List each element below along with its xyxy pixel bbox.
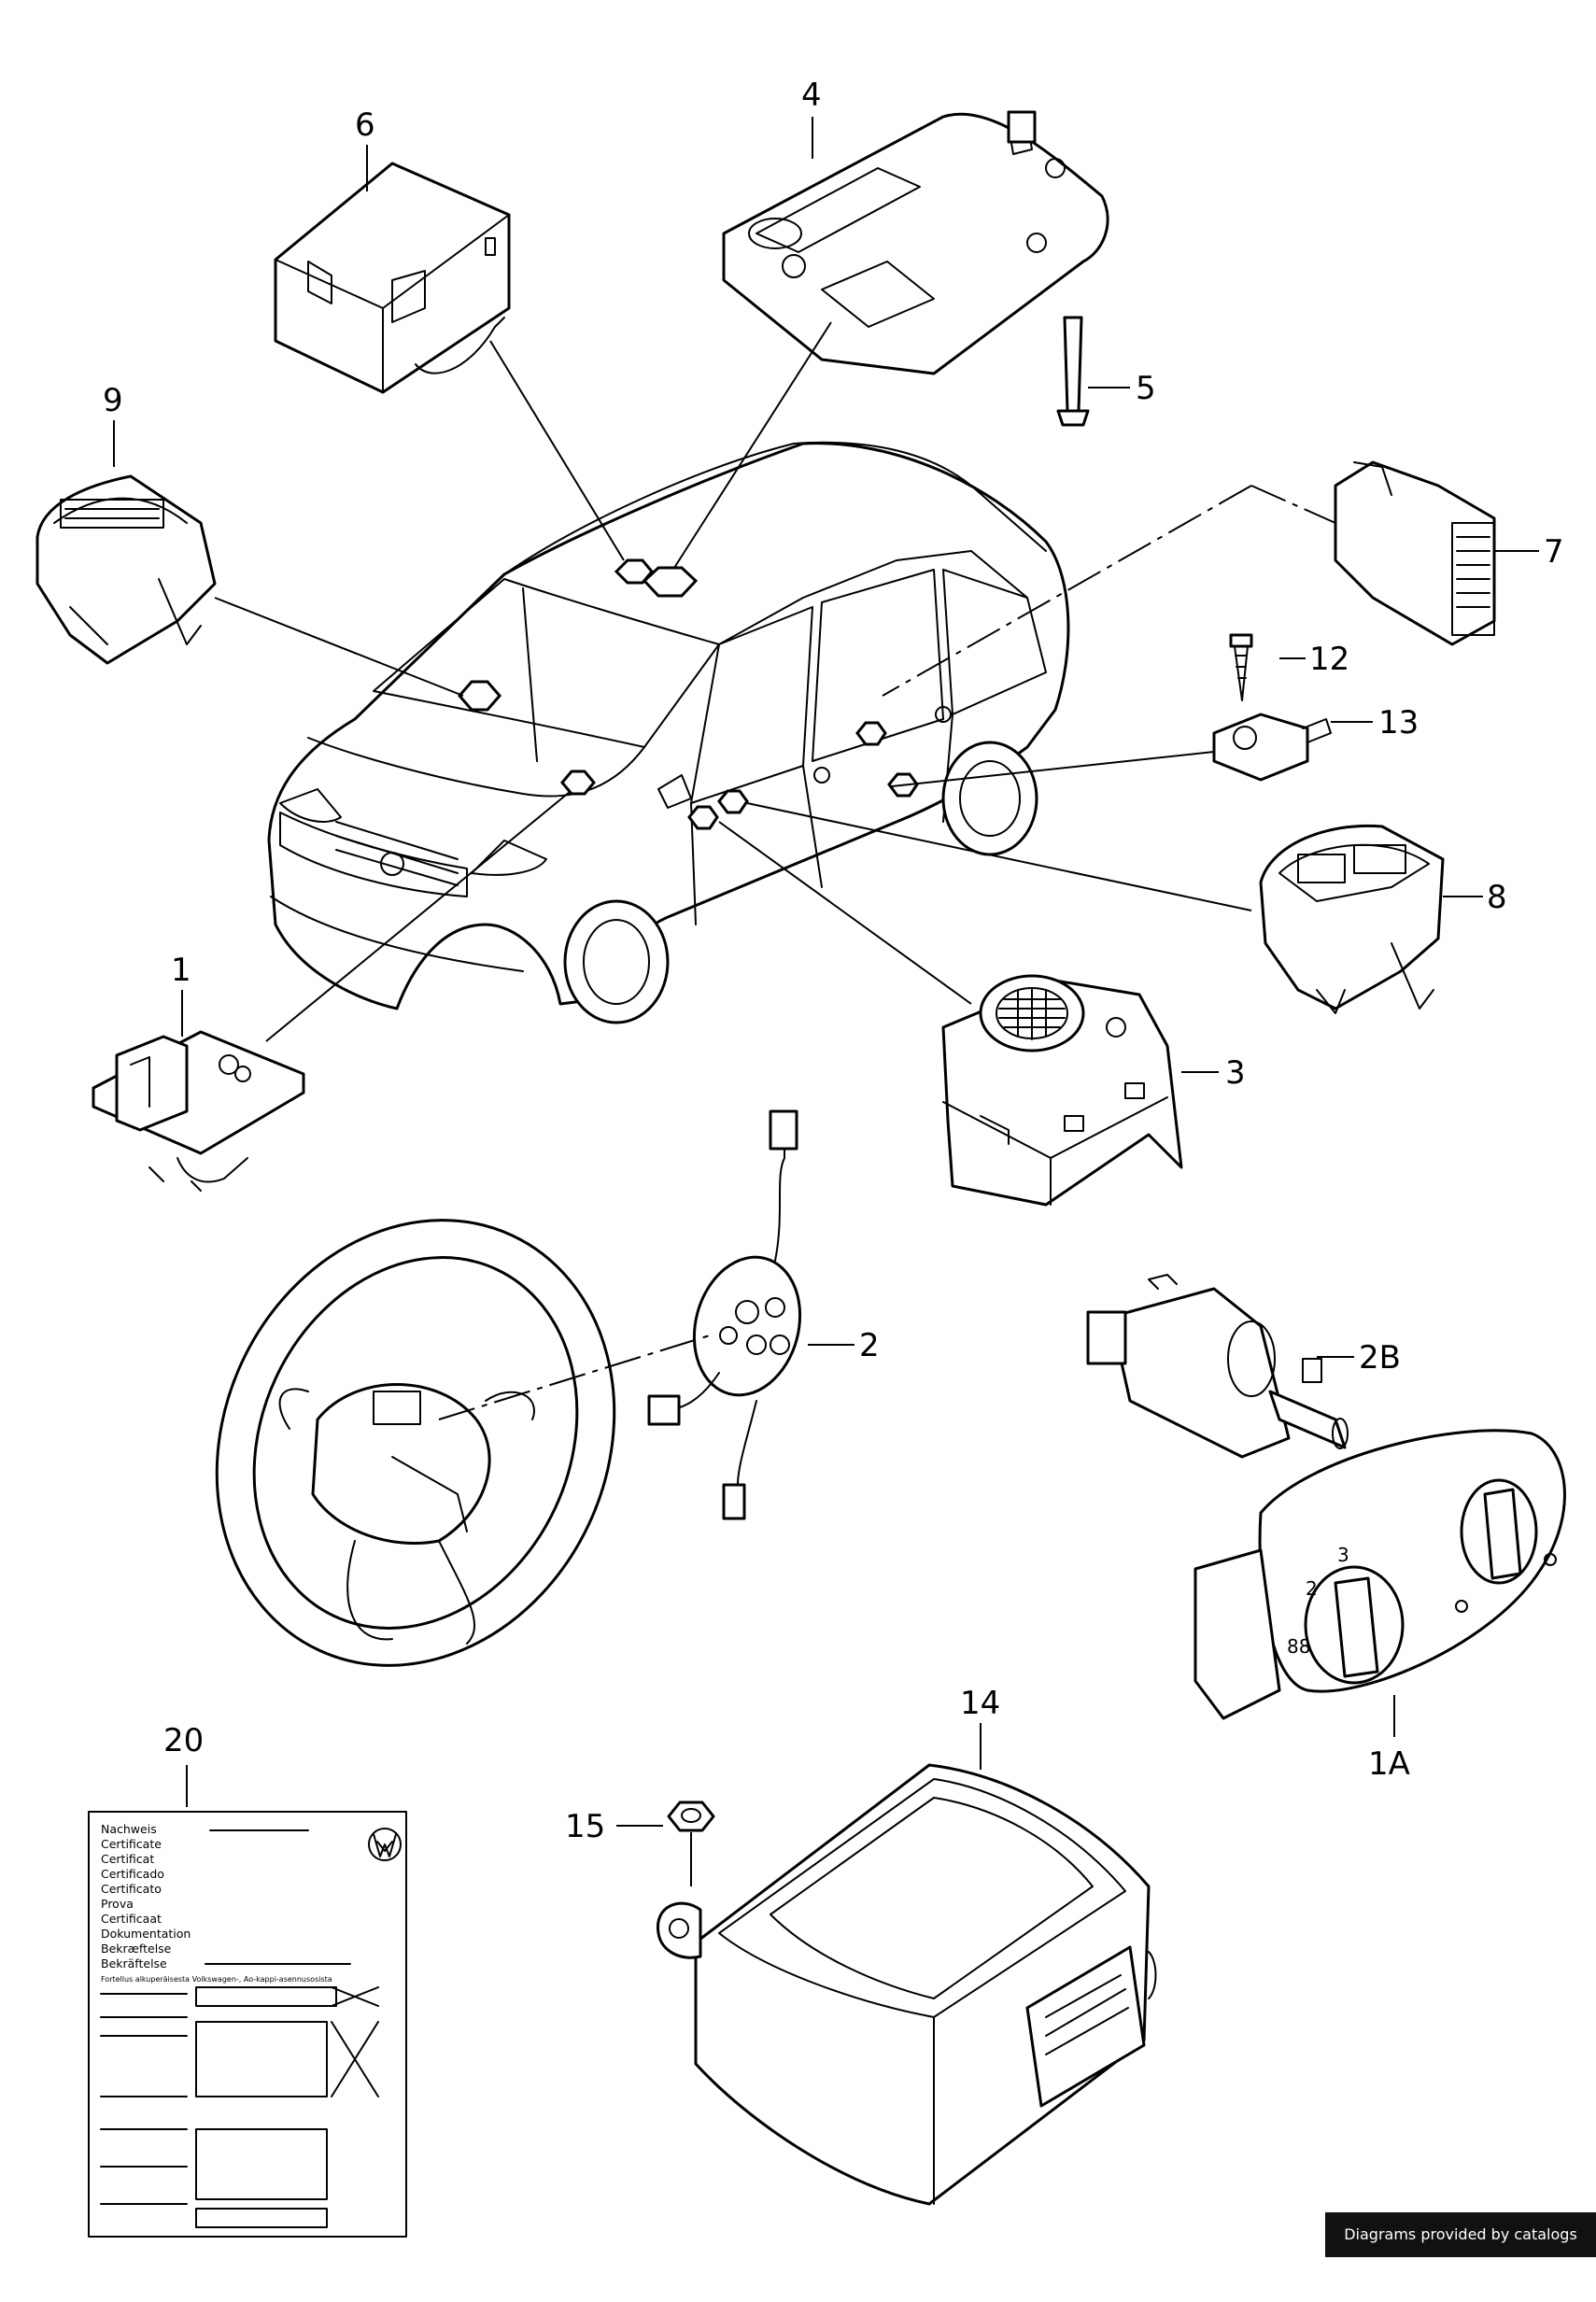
callout-13: 13 — [1378, 704, 1419, 741]
footer-credit: Diagrams provided by catalogs parts — [1325, 2212, 1596, 2288]
steering-wheel — [215, 1219, 616, 1667]
part-8-switch — [1259, 824, 1445, 1014]
callout-20: 20 — [163, 1722, 204, 1759]
part-1a-headlight-switch: 3 2 88 — [1193, 1429, 1566, 1720]
callout-5: 5 — [1136, 370, 1156, 407]
location-marker-door-1 — [687, 805, 719, 830]
cert-line-6: Prova — [101, 1897, 134, 1911]
callout-15: 15 — [565, 1808, 605, 1845]
dial-label-3: 3 — [1337, 1544, 1349, 1566]
callout-7: 7 — [1544, 533, 1564, 571]
callout-4: 4 — [801, 77, 822, 114]
callout-1: 1 — [171, 952, 191, 989]
callout-6: 6 — [355, 106, 375, 144]
part-20-certificate: Nachweis Certificate Certificat Certific… — [88, 1811, 407, 2238]
dial-label-88: 88 — [1287, 1635, 1310, 1658]
callout-labels: 6 4 9 5 7 12 13 8 1 3 2 2B 1A 14 15 20 — [103, 77, 1564, 1845]
cert-fine-print: Fortellus alkuperäisesta Volkswagen-, Ao… — [101, 1975, 332, 1984]
leader-lines — [113, 117, 1539, 1827]
vehicle-illustration — [267, 441, 1070, 1024]
callout-3: 3 — [1225, 1054, 1246, 1092]
location-marker-windshield — [458, 680, 501, 712]
part-5-bolt — [1056, 316, 1090, 427]
location-marker-door-2 — [717, 789, 749, 814]
location-marker-roof-1 — [614, 558, 654, 585]
cert-line-4: Certificado — [101, 1867, 164, 1881]
location-marker-roof-2 — [642, 566, 699, 598]
cert-line-2: Certificate — [101, 1837, 162, 1851]
part-7-connector — [1334, 460, 1496, 646]
callout-2: 2 — [859, 1327, 880, 1364]
part-9-switch — [35, 474, 217, 665]
cert-line-8: Dokumentation — [101, 1927, 191, 1941]
part-14-control-unit — [657, 1763, 1157, 2206]
part-6-module — [274, 162, 511, 394]
cert-line-3: Certificat — [101, 1852, 154, 1866]
part-2b-brake-switch — [1086, 1274, 1349, 1459]
cert-line-9: Bekræftelse — [101, 1942, 172, 1956]
part-2-clock-spring — [647, 1109, 802, 1520]
callout-12: 12 — [1309, 641, 1349, 678]
cert-line-7: Certificaat — [101, 1912, 162, 1926]
location-marker-dash — [560, 770, 596, 796]
callout-9: 9 — [103, 382, 123, 419]
part-15-nut — [667, 1801, 715, 1886]
part-12-screw — [1229, 633, 1253, 701]
cert-line-1: Nachweis — [101, 1822, 157, 1836]
part-4-roof-module — [722, 110, 1109, 375]
callout-1a: 1A — [1368, 1745, 1410, 1783]
callout-14: 14 — [960, 1685, 1000, 1722]
callout-8: 8 — [1487, 879, 1507, 916]
callout-2b: 2B — [1359, 1339, 1401, 1377]
part-3-ignition-switch — [941, 974, 1183, 1207]
cert-line-10: Bekräftelse — [101, 1956, 167, 1970]
location-marker-side-1 — [855, 721, 887, 746]
cert-line-5: Certificato — [101, 1882, 162, 1896]
part-13-sensor — [1212, 713, 1332, 782]
part-1-relay — [92, 1030, 305, 1192]
dial-label-2: 2 — [1306, 1577, 1318, 1600]
volkswagen-logo — [368, 1828, 402, 1861]
